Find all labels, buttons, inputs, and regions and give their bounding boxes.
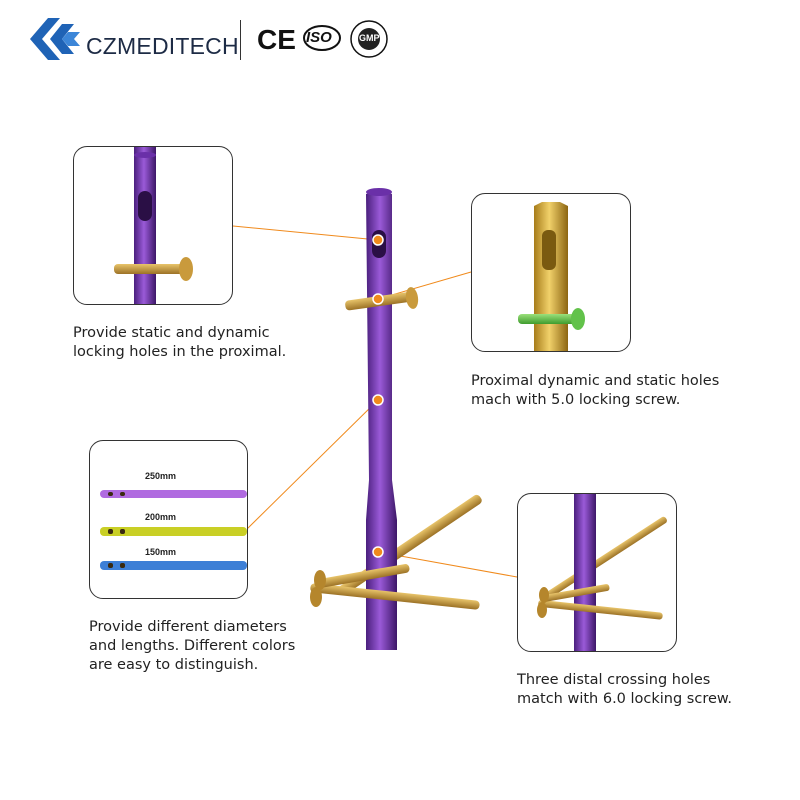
ce-mark: CE bbox=[257, 24, 296, 55]
caption-line: Proximal dynamic and static holes bbox=[471, 373, 720, 389]
distal-holes-panel bbox=[517, 493, 677, 652]
feature-caption-5-0-screw: Proximal dynamic and static holes mach w… bbox=[471, 372, 719, 410]
caption-line: Three distal crossing holes bbox=[517, 672, 711, 688]
logo-divider bbox=[240, 20, 241, 60]
feature-caption-proximal: Provide static and dynamic locking holes… bbox=[73, 324, 286, 362]
caption-line: and lengths. Different colors bbox=[89, 638, 296, 654]
proximal-holes-illustration bbox=[114, 147, 193, 304]
iso-badge: ISO bbox=[302, 24, 342, 52]
main-nail-illustration bbox=[310, 188, 482, 650]
gmp-badge: GMP bbox=[350, 20, 388, 58]
caption-line: Provide static and dynamic bbox=[73, 325, 270, 341]
length-label-200: 200mm bbox=[145, 512, 177, 522]
caption-line: match with 6.0 locking screw. bbox=[517, 691, 733, 707]
lengths-panel: 250mm 200mm 150mm bbox=[89, 440, 248, 599]
length-label-250: 250mm bbox=[145, 471, 177, 481]
iso-label: ISO bbox=[306, 29, 332, 46]
feature-caption-distal: Three distal crossing holes match with 6… bbox=[517, 671, 732, 709]
length-label-150: 150mm bbox=[145, 547, 177, 557]
brand-name: CZMEDITECH bbox=[86, 33, 239, 59]
brand-logo-icon bbox=[30, 18, 80, 60]
feature-caption-lengths: Provide different diameters and lengths.… bbox=[89, 618, 295, 675]
proximal-holes-panel bbox=[73, 146, 233, 305]
caption-line: locking holes in the proximal. bbox=[73, 344, 287, 360]
distal-holes-illustration bbox=[537, 494, 667, 651]
nail-length-comparison bbox=[100, 490, 247, 570]
gmp-label: GMP bbox=[359, 33, 380, 43]
proximal-screw-panel bbox=[471, 193, 631, 352]
header: CZMEDITECH CE ISO GMP bbox=[0, 0, 800, 70]
caption-line: Provide different diameters bbox=[89, 619, 287, 635]
caption-line: are easy to distinguish. bbox=[89, 657, 259, 673]
caption-line: mach with 5.0 locking screw. bbox=[471, 392, 681, 408]
proximal-screw-illustration bbox=[518, 202, 585, 351]
